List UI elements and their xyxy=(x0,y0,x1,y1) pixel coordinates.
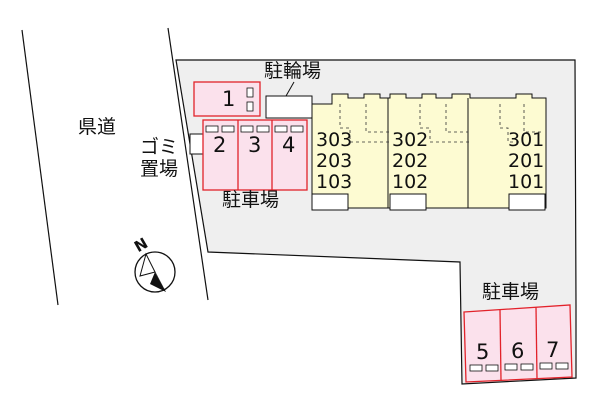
parking-block-lower xyxy=(463,304,573,383)
room-number: 103 xyxy=(316,171,353,193)
room-number: 301 xyxy=(508,129,545,151)
bicycle-parking-label: 駐輪場 xyxy=(264,60,322,82)
entrance-box xyxy=(311,193,349,211)
unit-column: 302 202 102 xyxy=(392,130,428,193)
parking-spot-number: 3 xyxy=(248,133,262,157)
garbage-label-line2: 置場 xyxy=(140,158,179,180)
room-number: 303 xyxy=(316,129,353,151)
bicycle-parking xyxy=(265,95,313,119)
parking-spot-number: 6 xyxy=(511,339,525,363)
room-number: 203 xyxy=(316,150,353,172)
parking-spot-number: 1 xyxy=(222,87,236,111)
room-number: 102 xyxy=(392,171,429,193)
garbage-area-label: ゴミ 置場 xyxy=(140,136,178,180)
apartment-building xyxy=(311,93,547,211)
room-number: 101 xyxy=(508,171,545,193)
garbage-label-line1: ゴミ xyxy=(140,136,179,158)
road-label: 県道 xyxy=(78,116,117,138)
parking-label-upper: 駐車場 xyxy=(222,189,280,211)
parking-label-lower: 駐車場 xyxy=(482,281,540,303)
garbage-area xyxy=(189,133,205,155)
north-arrow-icon xyxy=(134,251,176,293)
entrance-box xyxy=(508,193,546,211)
parking-block-upper xyxy=(202,119,308,191)
parking-spot-number: 5 xyxy=(476,340,490,364)
room-number: 302 xyxy=(392,129,429,151)
entrance-box xyxy=(389,193,427,211)
leader-line xyxy=(285,81,295,97)
room-number: 202 xyxy=(392,150,429,172)
room-number: 201 xyxy=(508,150,545,172)
parking-spot-number: 7 xyxy=(546,338,560,362)
unit-column: 301 201 101 xyxy=(508,130,544,193)
road-edge-right xyxy=(167,27,209,301)
parking-spot-number: 2 xyxy=(213,133,227,157)
parking-spot-1-shape xyxy=(193,81,261,117)
unit-column: 303 203 103 xyxy=(316,130,352,193)
road-edge-left xyxy=(21,29,59,306)
parking-spot-number: 4 xyxy=(282,133,296,157)
